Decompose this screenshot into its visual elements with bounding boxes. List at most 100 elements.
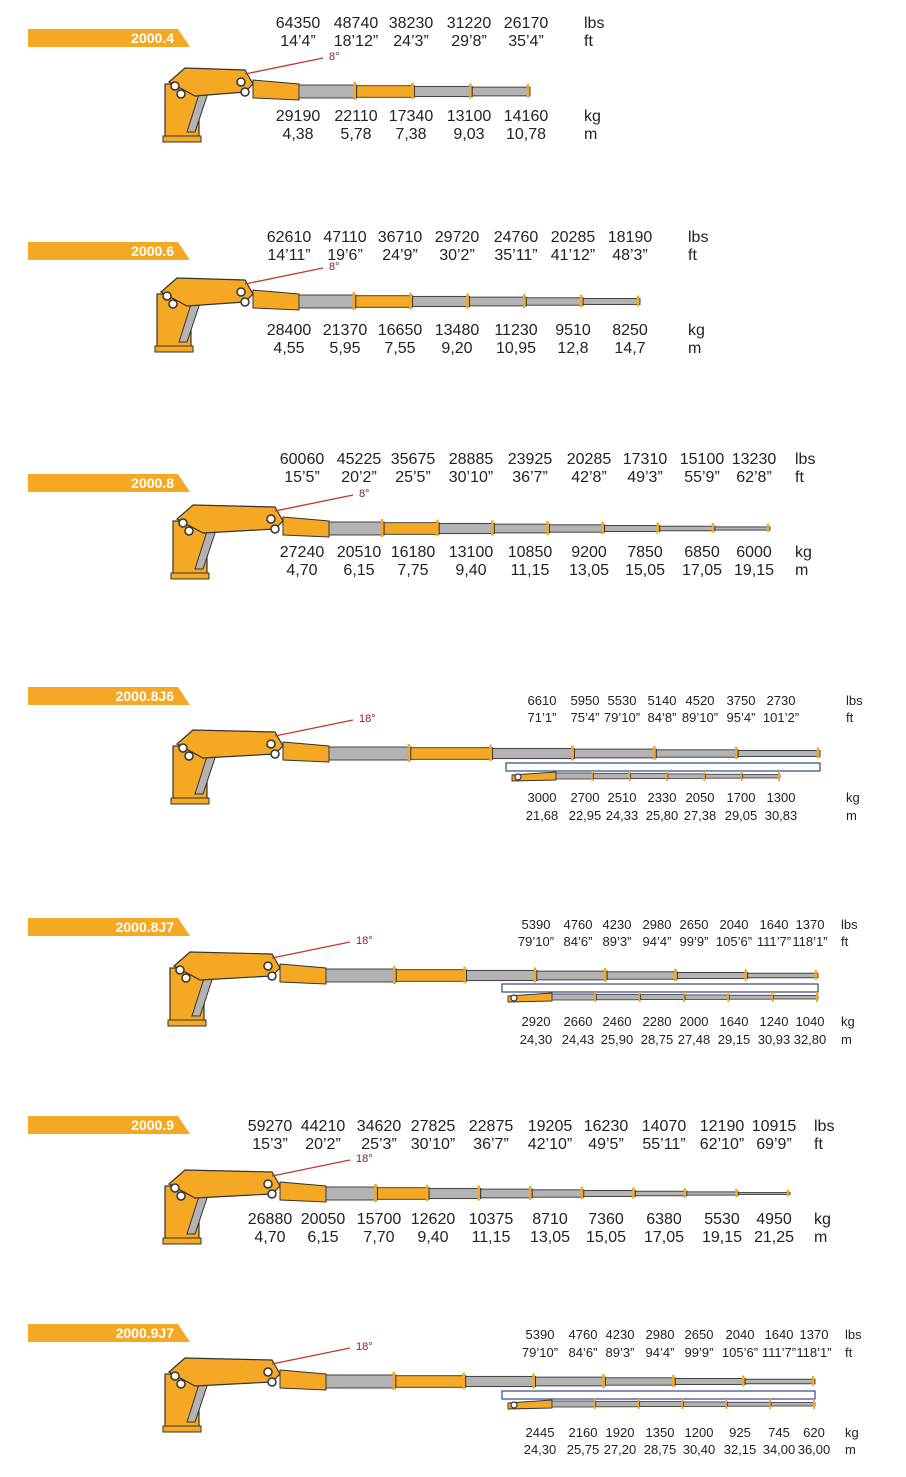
- crane-base-plate: [167, 1019, 207, 1027]
- load-value: 26880: [248, 1211, 293, 1228]
- load-value: 15700: [357, 1211, 402, 1228]
- load-value: 31220: [447, 15, 492, 32]
- pivot-joint: [170, 1183, 180, 1193]
- load-value: 14,7: [614, 340, 645, 357]
- jib-extension: [595, 993, 642, 1001]
- load-value: 55’9”: [684, 469, 720, 486]
- model-label-banner: [28, 687, 190, 705]
- boom-extension: [465, 1375, 537, 1388]
- load-value: 4760: [564, 917, 593, 932]
- load-value: 20’2”: [305, 1136, 341, 1153]
- pivot-joint: [266, 739, 276, 749]
- unit-label: lbs: [845, 1327, 862, 1342]
- load-value: 22110: [334, 108, 377, 125]
- load-value: 20285: [551, 229, 596, 246]
- load-value: 35’4”: [508, 33, 544, 50]
- pivot-joint: [263, 961, 273, 971]
- crane-illustration: 18°: [167, 935, 819, 1027]
- unit-label: m: [845, 1442, 856, 1457]
- load-value: 1640: [765, 1327, 794, 1342]
- load-value: 29,05: [725, 808, 758, 823]
- load-value: 5530: [704, 1211, 740, 1228]
- unit-label: m: [795, 562, 808, 579]
- unit-label: kg: [846, 790, 860, 805]
- load-value: 1200: [685, 1425, 714, 1440]
- boom-extension: [737, 1192, 791, 1195]
- boom-extension: [377, 1187, 430, 1200]
- load-value: 16180: [391, 544, 436, 561]
- pivot-joint: [178, 743, 188, 753]
- load-value: 24,43: [562, 1032, 595, 1047]
- jib-base: [511, 771, 557, 782]
- outer-boom: [282, 516, 330, 538]
- load-value: 13,05: [530, 1229, 570, 1246]
- boom-extension: [325, 968, 397, 983]
- load-row-top2: 71’1”75’4”79’10”84’8”89’10”95’4”101’2”ft: [528, 710, 854, 725]
- load-value: 2445: [526, 1425, 555, 1440]
- boom-extension: [531, 1189, 585, 1198]
- load-value: 5,78: [340, 126, 371, 143]
- boom-extension: [328, 521, 385, 536]
- load-value: 62’10”: [700, 1136, 744, 1153]
- angle-line: [271, 1159, 351, 1177]
- unit-label: lbs: [688, 229, 708, 246]
- boom-extension: [583, 1190, 636, 1197]
- load-value: 15100: [680, 451, 725, 468]
- load-value: 4,38: [282, 126, 313, 143]
- load-row-top2: 15’3”20’2”25’3”30’10”36’7”42’10”49’5”55’…: [252, 1136, 823, 1153]
- load-value: 9,20: [441, 340, 472, 357]
- unit-label: ft: [688, 247, 697, 264]
- boom-extension: [574, 748, 657, 759]
- load-value: 1640: [720, 1014, 749, 1029]
- boom-extension: [582, 298, 641, 305]
- load-value: 4,70: [286, 562, 317, 579]
- load-value: 2050: [686, 790, 715, 805]
- load-value: 6000: [736, 544, 772, 561]
- outer-boom: [279, 963, 327, 985]
- load-value: 15,05: [625, 562, 665, 579]
- load-value: 7360: [588, 1211, 624, 1228]
- load-row-top2: 79’10”84’6”89’3”94’4”99’9”105’6”111’7”11…: [522, 1345, 853, 1360]
- load-value: 25’3”: [361, 1136, 397, 1153]
- boom-extension: [525, 297, 584, 306]
- load-value: 1640: [760, 917, 789, 932]
- boom-extension: [674, 1378, 746, 1385]
- load-value: 30’10”: [449, 469, 493, 486]
- jib-joint: [514, 773, 522, 781]
- load-value: 19,15: [734, 562, 774, 579]
- load-value: 8250: [612, 322, 648, 339]
- boom-extension: [395, 1375, 467, 1388]
- boom-extension: [549, 524, 606, 533]
- unit-label: m: [584, 126, 597, 143]
- load-value: 5390: [522, 917, 551, 932]
- unit-label: m: [841, 1032, 852, 1047]
- load-value: 5140: [648, 693, 677, 708]
- load-value: 24760: [494, 229, 539, 246]
- load-value: 7,55: [384, 340, 415, 357]
- load-value: 42’8”: [571, 469, 607, 486]
- crane-base-plate: [154, 345, 194, 353]
- load-value: 30’10”: [411, 1136, 455, 1153]
- load-value: 64350: [276, 15, 321, 32]
- boom-extension: [492, 747, 575, 760]
- angle-label: 8°: [359, 488, 370, 500]
- jib-extension: [742, 774, 781, 779]
- jib-extension: [551, 993, 597, 1001]
- load-value: 2660: [564, 1014, 593, 1029]
- pivot-joint: [178, 518, 188, 528]
- load-value: 1920: [606, 1425, 635, 1440]
- boom-extension: [471, 86, 531, 97]
- unit-label: ft: [584, 33, 593, 50]
- boom-extension: [744, 1378, 816, 1385]
- load-value: 26170: [504, 15, 549, 32]
- unit-label: lbs: [584, 15, 604, 32]
- load-value: 69’9”: [756, 1136, 792, 1153]
- load-value: 10375: [469, 1211, 514, 1228]
- load-value: 5390: [526, 1327, 555, 1342]
- load-value: 25,75: [567, 1442, 600, 1457]
